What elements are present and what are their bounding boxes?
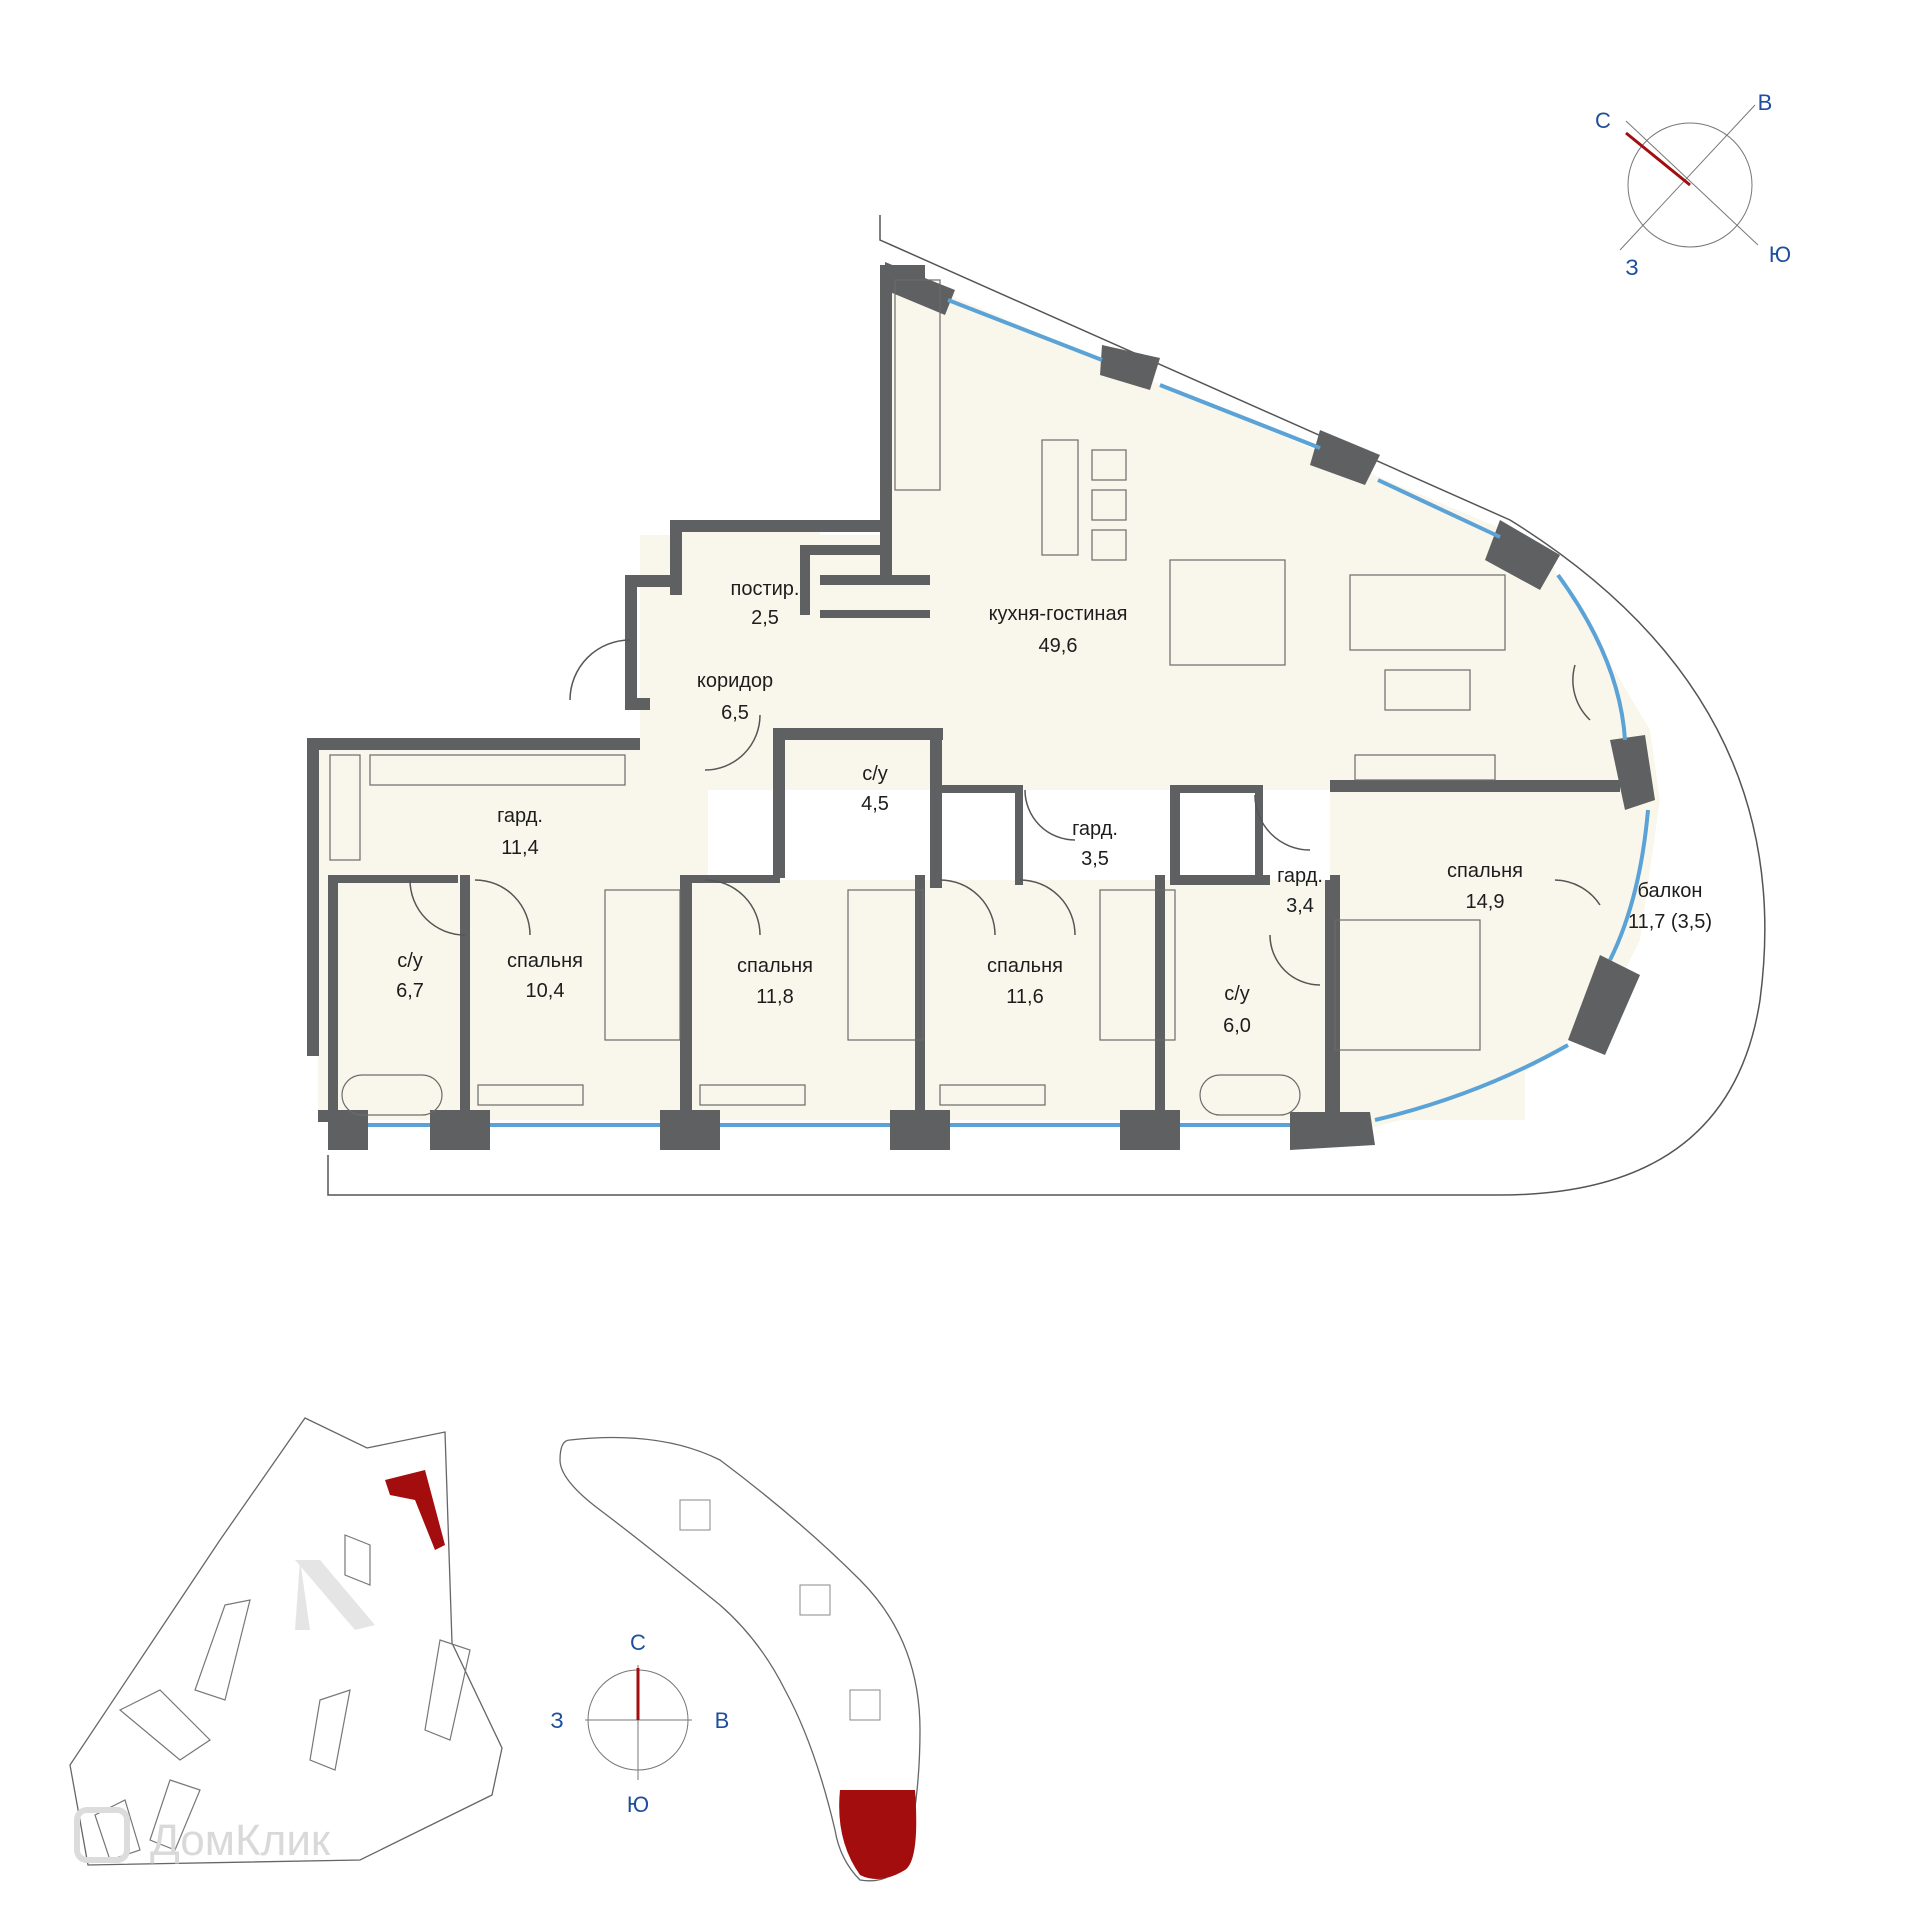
compass-bottom: С В Ю З [550, 1630, 729, 1817]
doors [409, 639, 1601, 986]
corridor-area: 6,5 [721, 702, 749, 724]
wardrobe-small-name: гард. [1277, 865, 1323, 887]
bath-left-area: 6,7 [396, 980, 424, 1002]
bath-left-name: с/у [397, 950, 423, 972]
bath-right-name: с/у [1224, 983, 1250, 1005]
bedroom-master-name: спальня [1447, 860, 1523, 882]
windows [368, 298, 1650, 1127]
watermark-text: ДомКлик [150, 1816, 331, 1865]
bedroom-1-area: 10,4 [526, 980, 565, 1002]
floor-fill [318, 270, 1660, 1130]
bedroom-2-name: спальня [737, 955, 813, 977]
site-building-highlight [385, 1470, 445, 1550]
bedroom-2-area: 11,8 [756, 986, 793, 1008]
wardrobe-large-area: 11,4 [501, 837, 538, 859]
bath-right-area: 6,0 [1223, 1015, 1251, 1037]
kitchen-living-area: 49,6 [1039, 635, 1078, 657]
balcony-name: балкон [1638, 880, 1703, 902]
building-outline [559, 1436, 921, 1882]
wardrobe-large-name: гард. [497, 805, 543, 827]
room-labels: кухня-гостиная 49,6 постир. 2,5 коридор … [396, 578, 1712, 1037]
compass-bottom-south: Ю [627, 1792, 649, 1817]
wardrobe-small-area: 3,4 [1286, 895, 1314, 917]
bedroom-3-name: спальня [987, 955, 1063, 977]
site-map [69, 1417, 503, 1866]
compass-top-west: З [1625, 255, 1638, 280]
compass-bottom-east: В [715, 1708, 730, 1733]
wardrobe-mid-name: гард. [1072, 818, 1118, 840]
walls [307, 262, 1655, 1150]
bath-center-area: 4,5 [861, 793, 889, 815]
compass-top-east: В [1758, 90, 1773, 115]
bedroom-3-area: 11,6 [1006, 986, 1043, 1008]
furniture [329, 279, 1506, 1116]
compass-top-north: С [1595, 108, 1611, 133]
kitchen-living-name: кухня-гостиная [989, 603, 1128, 625]
compass-top-south: Ю [1769, 242, 1791, 267]
pantry-name: постир. [731, 578, 800, 600]
corridor-name: коридор [697, 670, 773, 692]
watermark: ДомКлик [74, 1807, 331, 1865]
balcony-outline [327, 215, 1766, 1196]
compass-top: С В Ю З [1595, 90, 1791, 280]
bedroom-1-name: спальня [507, 950, 583, 972]
pantry-area: 2,5 [751, 607, 779, 629]
bath-center-name: с/у [862, 763, 888, 785]
compass-bottom-north: С [630, 1630, 646, 1655]
balcony-area: 11,7 (3,5) [1628, 911, 1712, 933]
bedroom-master-area: 14,9 [1466, 891, 1505, 913]
compass-bottom-west: З [550, 1708, 563, 1733]
wardrobe-mid-area: 3,5 [1081, 848, 1109, 870]
